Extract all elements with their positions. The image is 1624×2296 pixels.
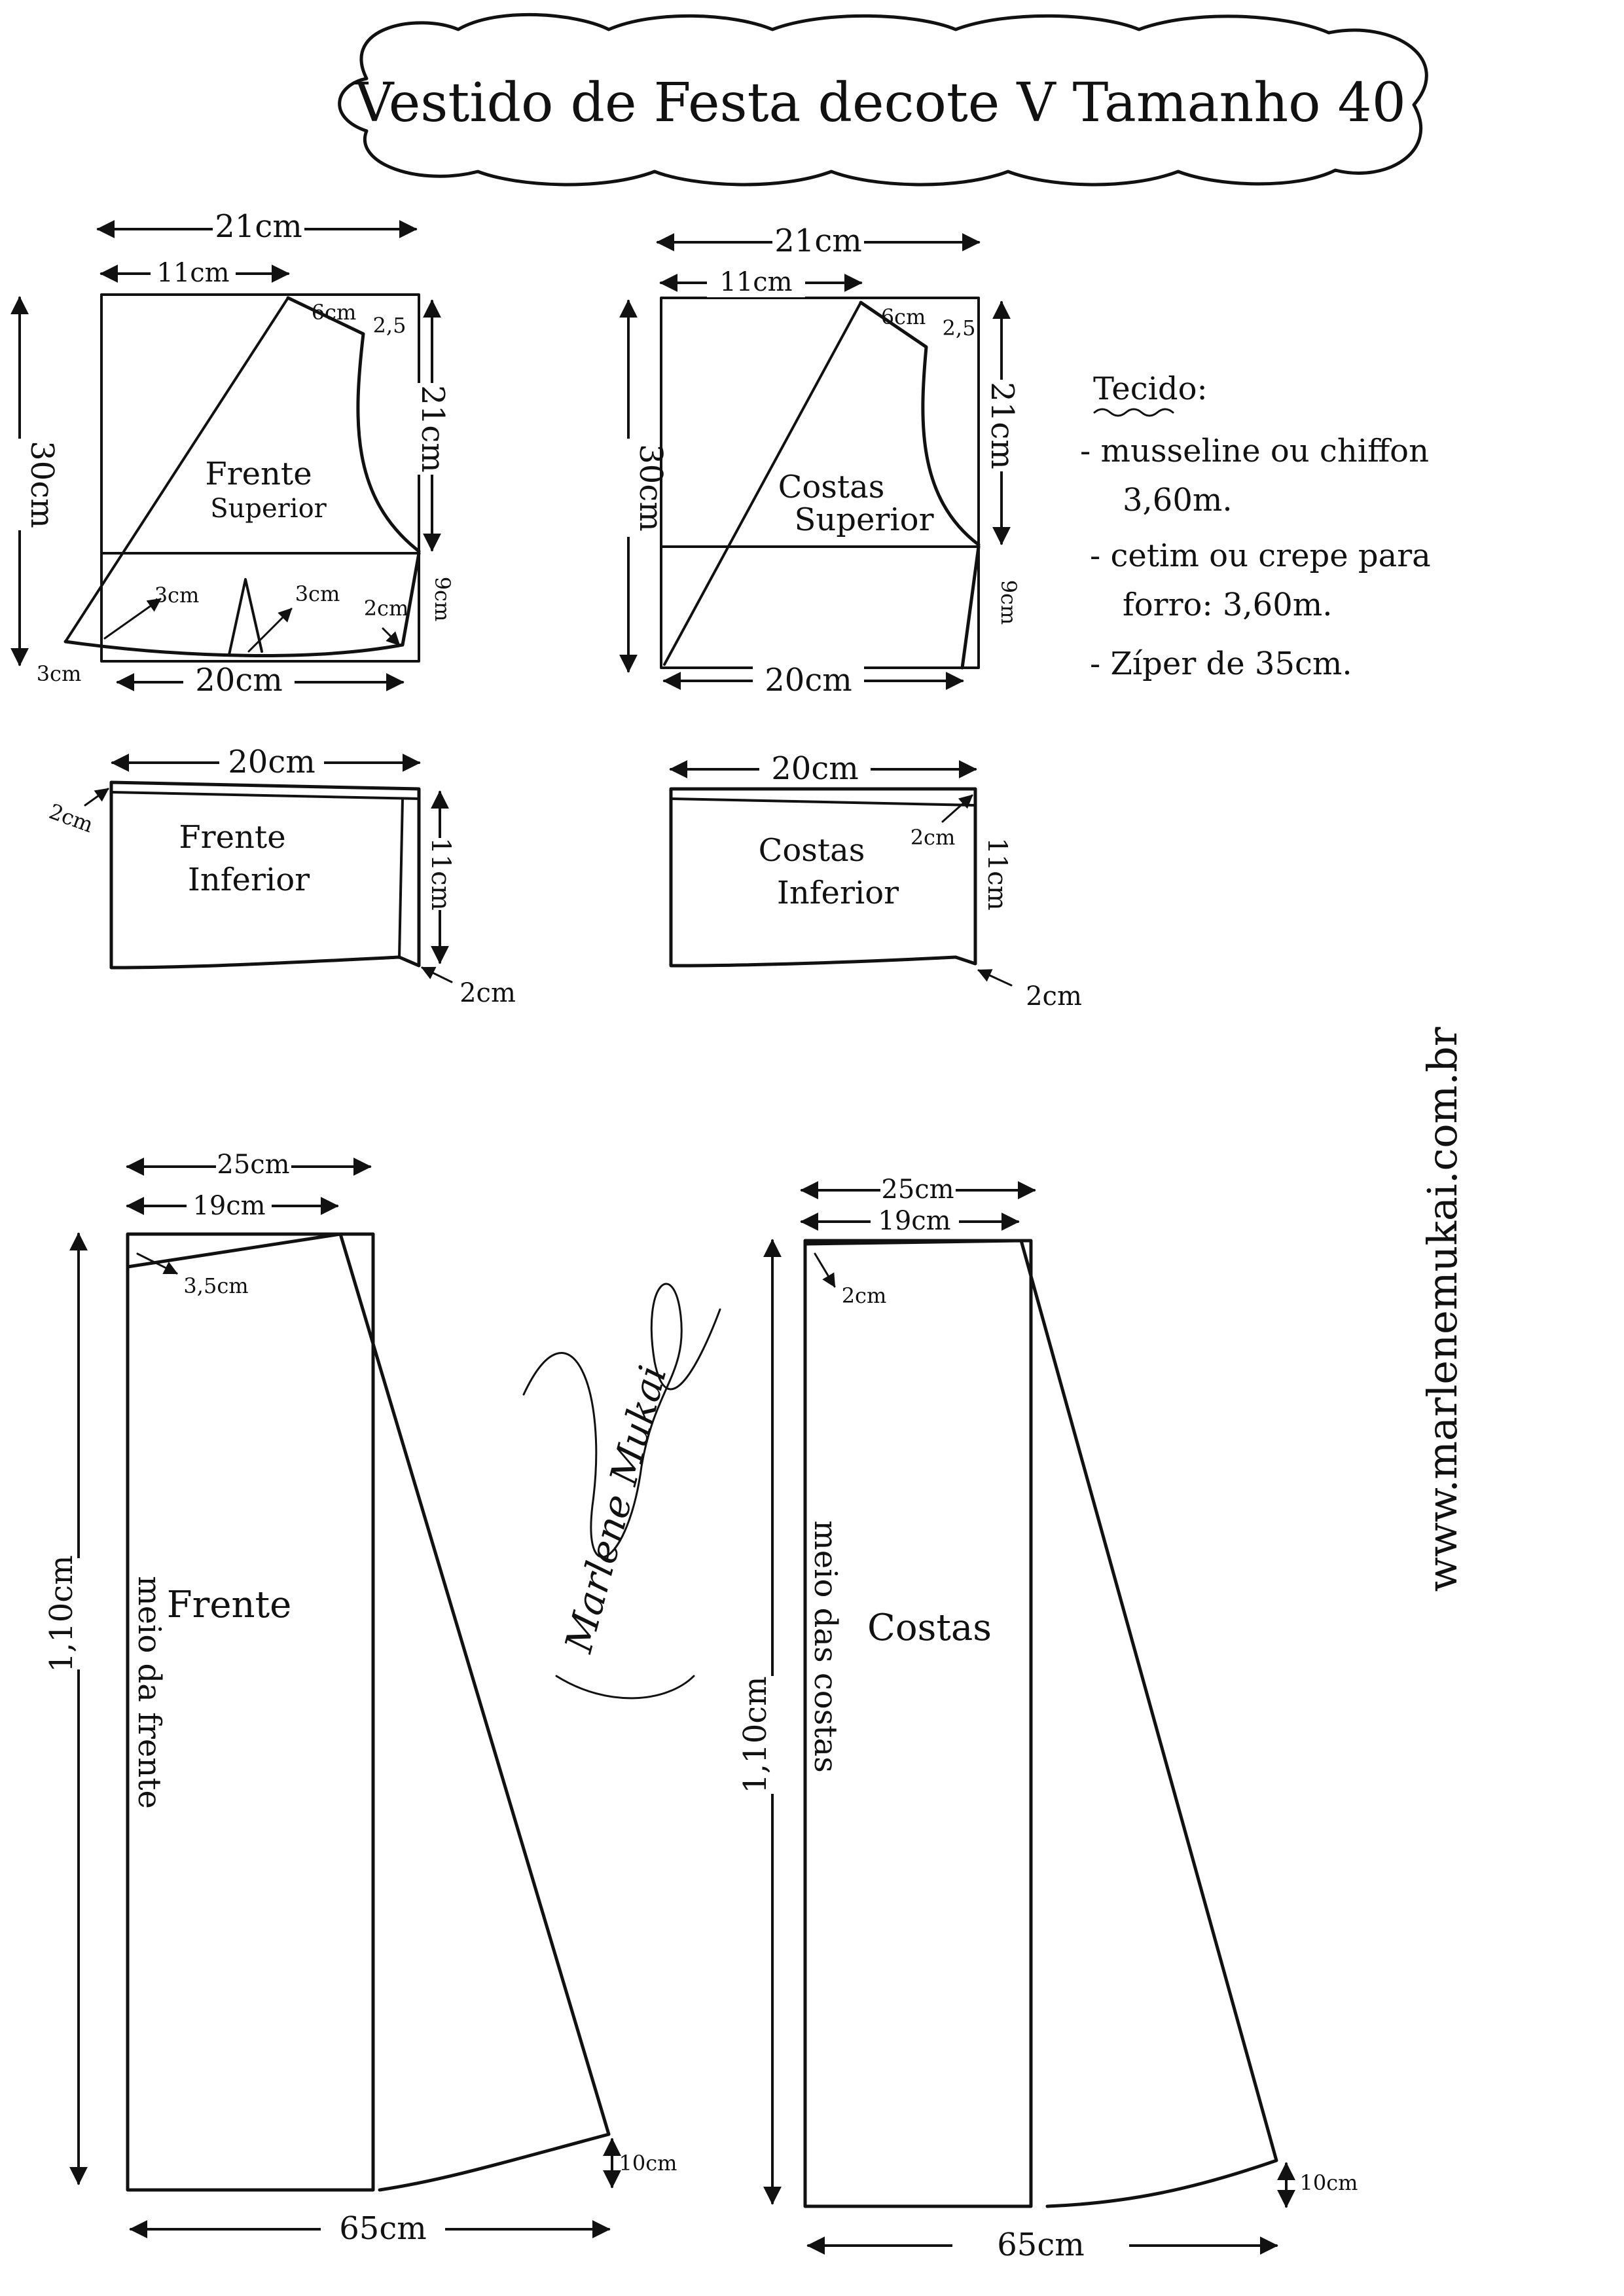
back-upper-bottom-label: 20cm <box>765 662 852 699</box>
signature-text: Marlene Mukai <box>556 1361 675 1658</box>
front-lower-height-label: 11cm <box>425 837 456 910</box>
front-upper-neckline <box>64 297 289 643</box>
back-upper-armhole <box>859 301 981 547</box>
front-upper-armhole-label: 21cm <box>414 385 451 472</box>
back-upper-neckline <box>663 301 862 666</box>
back-upper-neck-label: 11cm <box>719 267 792 297</box>
notes-line-3: - cetim ou crepe para <box>1090 538 1431 574</box>
back-lower-outline <box>669 787 977 968</box>
front-upper-bottom-label: 20cm <box>195 662 282 699</box>
back-skirt-top-drop-arrow <box>814 1252 836 1288</box>
front-skirt-frame <box>126 1232 375 2192</box>
front-skirt-top-drop-label: 3,5cm <box>183 1273 248 1298</box>
front-skirt-inner-label: 19cm <box>192 1191 265 1221</box>
back-upper-name-2: Superior <box>794 501 933 538</box>
front-skirt-hem-rise-label: 10cm <box>619 2151 677 2176</box>
page-title: Vestido de Festa decote V Tamanho 40 <box>354 72 1406 134</box>
front-upper-neck-label: 11cm <box>156 258 229 288</box>
back-skirt-inner-label: 19cm <box>878 1206 950 1236</box>
front-upper-dart-left-label: 3cm <box>154 583 200 608</box>
front-upper-hem <box>63 551 421 657</box>
front-lower-name-1: Frente <box>179 819 285 856</box>
front-upper-frame <box>100 293 420 663</box>
back-upper-shoulder-drop-label: 2,5 <box>943 316 976 340</box>
back-upper-shoulder-label: 6cm <box>881 304 926 329</box>
back-skirt-length-label: 1,10cm <box>737 1676 774 1793</box>
front-lower-bottom-side-arrow <box>421 966 453 983</box>
front-upper-dart-right-label: 3cm <box>295 581 340 606</box>
front-skirt-top-label: 25cm <box>217 1150 289 1180</box>
front-upper-shoulder-label: 6cm <box>312 300 357 325</box>
back-upper-armhole-label: 21cm <box>984 382 1020 469</box>
notes-line-1: - musseline ou chiffon <box>1080 433 1429 469</box>
back-lower-inner-line <box>670 797 977 807</box>
back-lower-height-label: 11cm <box>982 837 1012 910</box>
back-lower-top-drop-label: 2cm <box>911 825 956 850</box>
front-upper-dart <box>228 578 263 656</box>
front-lower-inner-lines <box>110 791 420 958</box>
front-skirt-length-label: 1,10cm <box>43 1555 80 1672</box>
back-lower-name-2: Inferior <box>777 875 899 911</box>
back-upper-piece: 21cm 11cm 30cm 21cm 6cm 2,5 9cm 20cm Cos… <box>612 223 1024 699</box>
front-lower-top-drop-label: 2cm <box>46 799 96 837</box>
back-lower-width-label: 20cm <box>771 750 858 787</box>
back-lower-piece: 20cm 11cm 2cm 2cm Costas Inferior <box>669 750 1082 1011</box>
back-skirt-hem-rise-label: 10cm <box>1300 2170 1358 2195</box>
back-skirt-piece: 25cm 19cm 2cm 1,10cm meio das costas Cos… <box>737 1173 1358 2265</box>
back-skirt-flare <box>803 1239 1278 2208</box>
front-lower-width-label: 20cm <box>228 744 315 780</box>
front-upper-hem-side-label: 2cm <box>364 596 409 621</box>
front-upper-dart-left-arrow <box>103 598 162 640</box>
notes-line-4: forro: 3,60m. <box>1123 587 1333 623</box>
notes-line-5: - Zíper de 35cm. <box>1090 646 1352 682</box>
front-upper-corner-label: 3cm <box>37 661 82 686</box>
front-lower-name-2: Inferior <box>188 862 310 898</box>
front-skirt-piece: 25cm 19cm 3,5cm 1,10cm meio da frente Fr… <box>43 1149 677 2249</box>
front-upper-armhole <box>286 296 421 553</box>
back-lower-bottom-side-arrow <box>977 969 1013 987</box>
front-skirt-center-label: meio da frente <box>131 1576 168 1809</box>
front-upper-dart-right-arrow <box>247 608 293 653</box>
back-lower-name-1: Costas <box>759 832 865 869</box>
title-cloud: Vestido de Festa decote V Tamanho 40 <box>338 12 1428 187</box>
back-lower-bottom-side-label: 2cm <box>1026 981 1082 1011</box>
back-upper-width-label: 21cm <box>774 223 861 259</box>
front-upper-height-label: 30cm <box>24 441 60 528</box>
fabric-notes: Tecido: - musseline ou chiffon 3,60m. - … <box>1080 371 1431 682</box>
front-upper-hem-side-arrow <box>382 627 401 646</box>
front-upper-piece: 21cm 11cm 30cm 21cm 6cm 2,5 9cm 3cm 3cm … <box>3 208 455 699</box>
back-upper-side <box>960 545 981 670</box>
back-skirt-hem-label: 65cm <box>997 2227 1084 2263</box>
front-skirt-name: Frente <box>167 1584 291 1626</box>
back-upper-height-label: 30cm <box>632 444 669 531</box>
signature: Marlene Mukai <box>522 1283 721 1700</box>
front-skirt-flare <box>126 1232 611 2192</box>
front-upper-name-1: Frente <box>205 456 312 492</box>
front-upper-shoulder-drop-label: 2,5 <box>373 313 406 338</box>
front-lower-bottom-side-label: 2cm <box>460 978 516 1008</box>
notes-line-2: 3,60m. <box>1123 482 1233 519</box>
front-skirt-top-drop-arrow <box>136 1252 178 1275</box>
front-upper-name-2: Superior <box>210 494 327 524</box>
back-upper-side-drop-label: 9cm <box>996 580 1021 625</box>
front-skirt-hem-label: 65cm <box>339 2210 426 2247</box>
back-skirt-top-drop-label: 2cm <box>842 1283 887 1308</box>
front-upper-side-drop-label: 9cm <box>430 577 455 622</box>
back-skirt-top-label: 25cm <box>881 1175 954 1205</box>
notes-heading: Tecido: <box>1093 371 1208 407</box>
back-upper-name-1: Costas <box>778 469 885 505</box>
notes-heading-underline <box>1093 408 1174 417</box>
back-skirt-name: Costas <box>867 1607 992 1649</box>
front-lower-top-drop-arrow <box>84 788 109 807</box>
front-lower-piece: 20cm 11cm 2cm 2cm Frente Inferior <box>46 743 516 1008</box>
back-skirt-center-label: meio das costas <box>807 1520 844 1773</box>
back-lower-top-drop-arrow <box>941 794 973 823</box>
website-text: www.marlenemukai.com.br <box>1418 1027 1466 1592</box>
front-upper-width-label: 21cm <box>215 208 302 245</box>
front-lower-outline <box>109 780 421 970</box>
